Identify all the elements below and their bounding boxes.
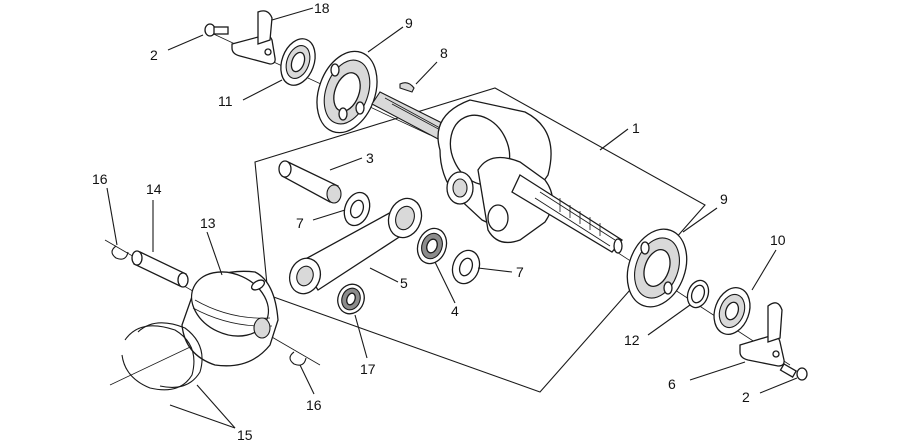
leader-16b <box>299 364 315 395</box>
leader-10 <box>751 249 777 291</box>
callout-1: 1 <box>632 120 640 136</box>
leader-9a <box>367 26 404 53</box>
crankshaft <box>371 91 623 254</box>
thrust-washer-right <box>451 249 481 285</box>
crank-pin <box>278 160 342 204</box>
circlip-right <box>289 351 307 366</box>
leader-2b <box>759 377 798 394</box>
leader-15b <box>196 384 236 429</box>
crankshaft-group-outline <box>254 87 706 393</box>
callout-3: 3 <box>366 150 374 166</box>
callout-18: 18 <box>314 0 330 16</box>
oil-seal-top <box>280 38 316 86</box>
leader-17 <box>354 314 368 359</box>
callout-15: 15 <box>237 427 253 443</box>
leader-7b <box>477 267 513 273</box>
leader-8 <box>415 61 438 85</box>
circlip-left <box>111 245 129 260</box>
callout-7-left: 7 <box>296 215 304 231</box>
thrust-washer-left <box>343 191 371 227</box>
callout-4: 4 <box>451 303 459 319</box>
leader-16a <box>106 187 118 246</box>
piston-pin <box>131 250 189 288</box>
callout-17: 17 <box>360 361 376 377</box>
callout-14: 14 <box>146 181 162 197</box>
callout-12: 12 <box>624 332 640 348</box>
callout-7-right: 7 <box>516 264 524 280</box>
callout-6: 6 <box>668 376 676 392</box>
bearing-right <box>626 228 688 308</box>
bracket-right <box>739 302 785 367</box>
leader-2a <box>167 34 204 51</box>
woodruff-key <box>399 82 415 93</box>
leader-9b <box>682 207 718 233</box>
leader-12 <box>647 304 691 336</box>
oil-seal-right <box>713 287 751 335</box>
bracket-top <box>231 10 276 65</box>
callout-8: 8 <box>440 45 448 61</box>
connecting-rod <box>288 197 423 295</box>
callout-9-top: 9 <box>405 15 413 31</box>
callout-9-right: 9 <box>720 191 728 207</box>
piston-rings <box>121 322 203 391</box>
leader-6 <box>689 361 746 381</box>
leader-3 <box>329 157 363 171</box>
o-ring-right <box>686 279 710 309</box>
piston <box>181 270 279 367</box>
callout-13: 13 <box>200 215 216 231</box>
callout-2-right: 2 <box>742 389 750 405</box>
callout-11: 11 <box>218 93 233 109</box>
leader-5 <box>369 267 399 283</box>
screw-right <box>779 363 808 381</box>
callout-2-top: 2 <box>150 47 158 63</box>
callout-16-left: 16 <box>92 171 108 187</box>
bearing-top <box>316 50 378 134</box>
leader-13 <box>206 231 223 276</box>
needle-bearing-big-end <box>416 227 448 265</box>
callout-10: 10 <box>770 232 786 248</box>
leader-7a <box>312 209 346 221</box>
leader-4 <box>434 261 456 304</box>
leader-11 <box>242 79 283 101</box>
leader-1 <box>599 128 629 151</box>
leader-15a <box>169 404 236 429</box>
callout-16-right: 16 <box>306 397 322 413</box>
needle-bearing-small-end <box>337 283 365 315</box>
screw-top <box>204 23 229 37</box>
leader-18 <box>271 7 314 21</box>
callout-5: 5 <box>400 275 408 291</box>
